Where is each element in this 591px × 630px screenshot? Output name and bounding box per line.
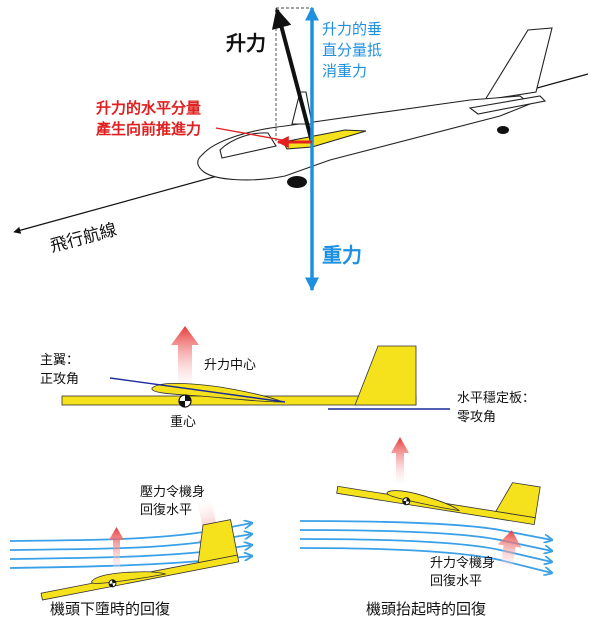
center-of-lift-arrow: [171, 326, 199, 390]
vertical-component-label-1: 升力的垂: [322, 20, 382, 38]
horizontal-component-label-1: 升力的水平分量: [96, 99, 201, 117]
nose-down-caption: 機頭下墮時的回復: [50, 600, 170, 618]
lift-arrow-small-right: [391, 437, 409, 486]
stabilizer-label-2: 零攻角: [457, 410, 496, 425]
center-of-gravity-icon: [178, 394, 192, 408]
middle-section: 主翼： 正攻角 升力中心 重心 水平穩定板： 零攻角: [40, 326, 535, 430]
pressure-label-2: 回復水平: [140, 502, 192, 518]
gravity-label: 重力: [322, 243, 362, 267]
lift-arrow: [271, 8, 314, 143]
tail-lift-arrow: [497, 530, 522, 571]
nose-down-section: 壓力令機身 回復水平 機頭下墮時的回復: [9, 484, 252, 618]
lift-label: 升力: [226, 31, 266, 55]
nose-up-section: 升力令機身 回復水平 機頭抬起時的回復: [299, 437, 552, 618]
center-of-lift-label: 升力中心: [204, 358, 256, 373]
lift-arrow-small-left: [109, 527, 124, 574]
top-section: 升力 升力的垂 直分量抵 消重力 升力的水平分量 產生向前推進力 飛行航線 重力: [13, 6, 589, 292]
vertical-component-label-2: 直分量抵: [322, 41, 382, 59]
center-of-gravity-label: 重心: [170, 414, 196, 430]
tail-lift-label-2: 回復水平: [430, 573, 482, 589]
glider-nose-down: [40, 519, 240, 601]
main-wing-pointer: [109, 377, 286, 403]
glider-outline: [197, 27, 553, 181]
horizontal-component-label-2: 產生向前推進力: [95, 120, 201, 138]
vertical-component-label-3: 消重力: [322, 62, 367, 80]
main-wing-label-2: 正攻角: [40, 372, 79, 387]
airflow-lines-right: [299, 520, 552, 573]
pressure-label-1: 壓力令機身: [140, 484, 205, 500]
flight-path-label: 飛行航線: [48, 220, 119, 257]
main-wing-label-1: 主翼：: [40, 353, 79, 368]
main-wheel: [287, 176, 307, 188]
stabilizer-label-1: 水平穩定板：: [457, 391, 535, 406]
nose-up-caption: 機頭抬起時的回復: [366, 600, 486, 618]
tail-wheel: [497, 126, 509, 134]
glider-nose-up: [336, 482, 541, 526]
tail-lift-label-1: 升力令機身: [430, 555, 495, 571]
vertical-tail: [354, 345, 417, 406]
horizontal-label-pointer: [215, 127, 283, 141]
